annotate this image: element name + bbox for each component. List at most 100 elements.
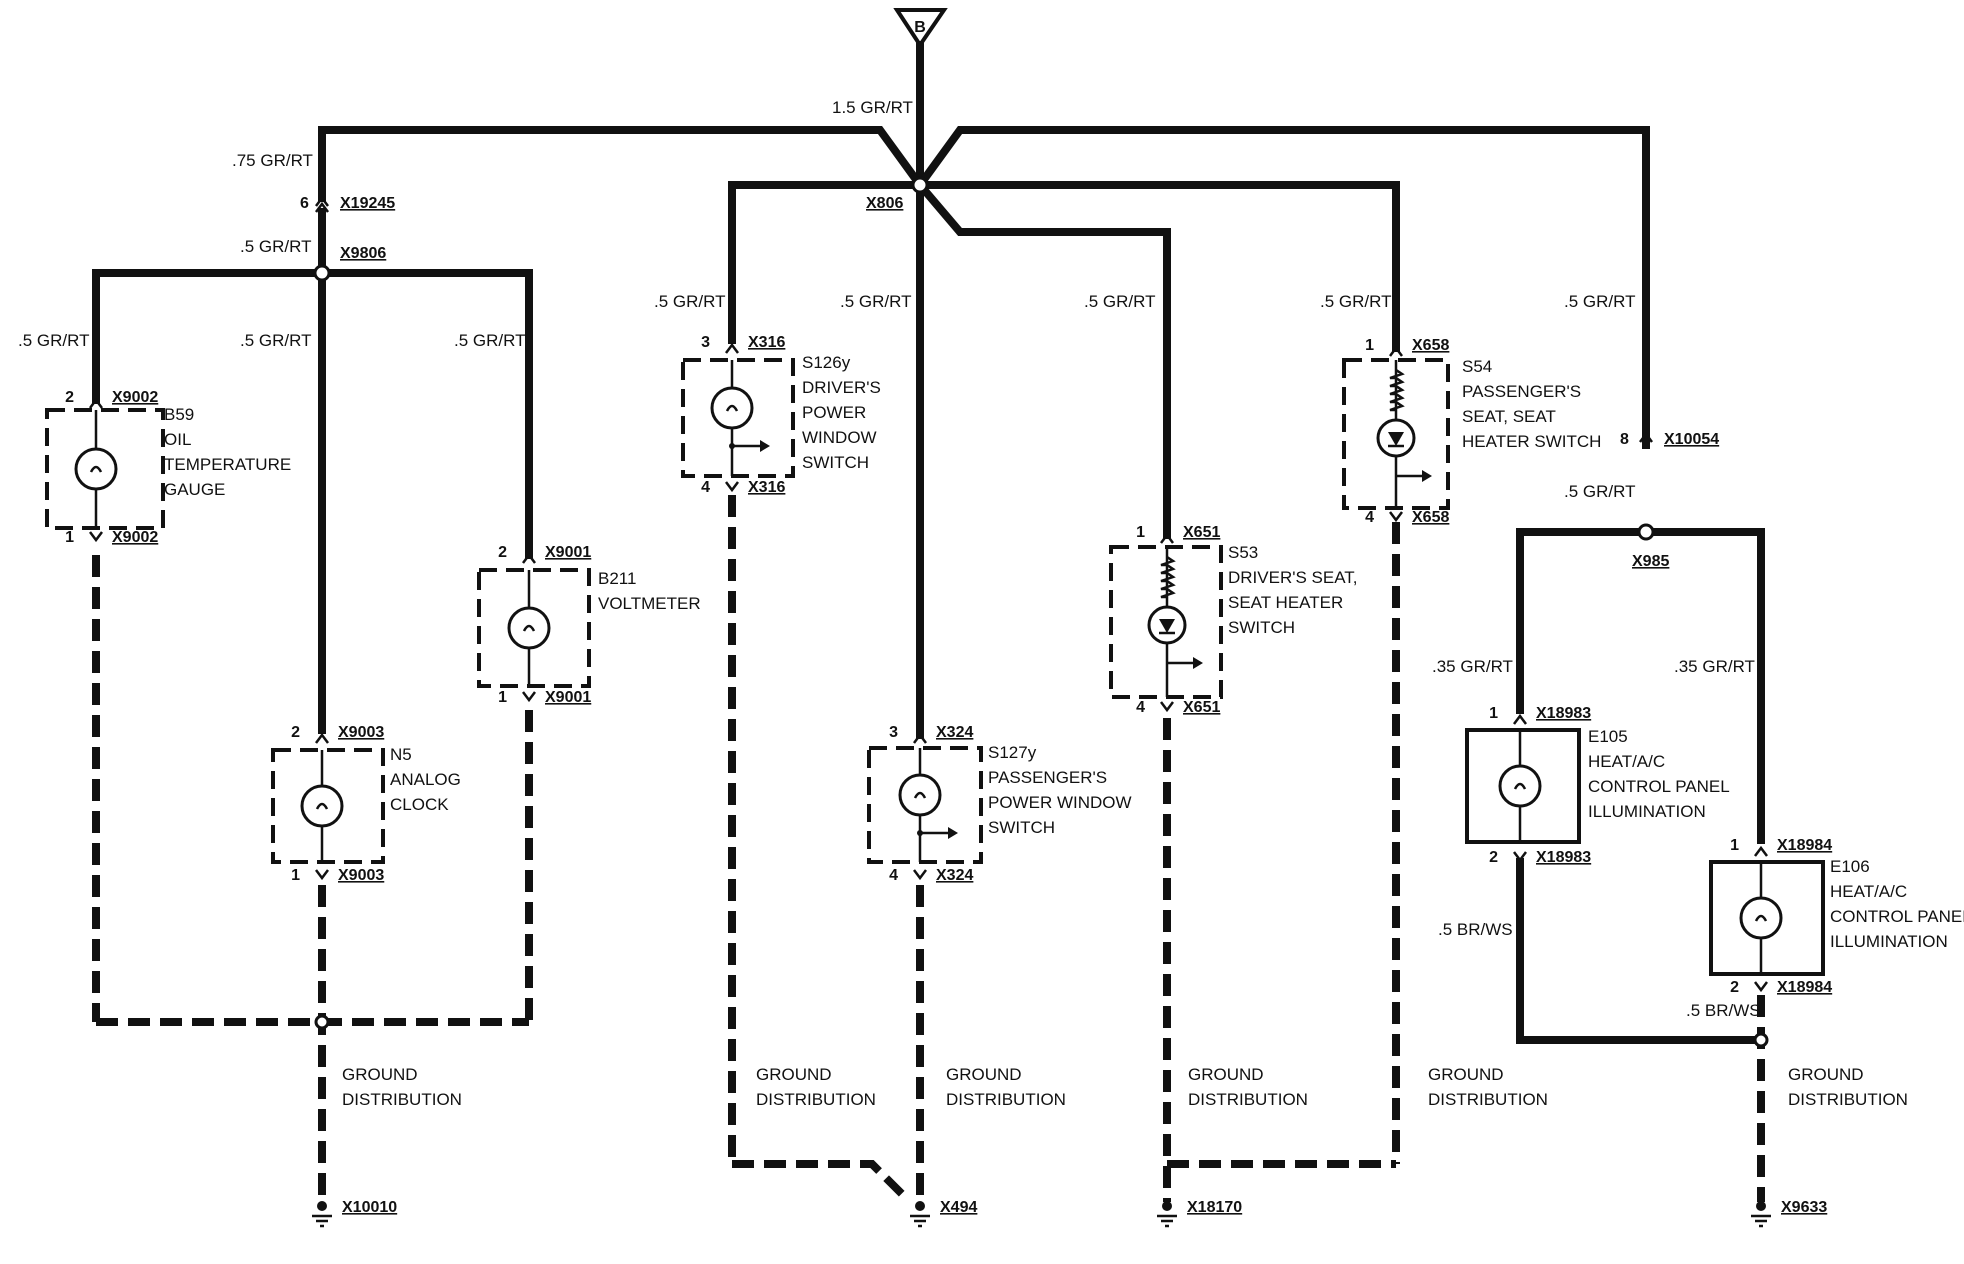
connector-arrow-icon bbox=[913, 869, 927, 881]
component-box bbox=[1465, 728, 1581, 844]
connector-top-label: X9001 bbox=[545, 544, 591, 561]
filament-icon bbox=[315, 802, 329, 810]
splice-nodes bbox=[313, 176, 1769, 1048]
arrow-head-icon bbox=[1422, 470, 1432, 482]
lamp-icon bbox=[1498, 764, 1542, 808]
pin-number-top: 1 bbox=[1136, 524, 1145, 541]
connector-pin: 8 bbox=[1620, 431, 1629, 448]
pin-number-bottom: 1 bbox=[65, 529, 74, 546]
connector-arrows bbox=[315, 195, 1653, 443]
connector-top-label: X316 bbox=[748, 334, 785, 351]
splice-x806-label: X806 bbox=[866, 195, 903, 212]
pin-number-bottom: 2 bbox=[1730, 979, 1739, 996]
ground-distribution-label: DISTRIBUTION bbox=[1428, 1090, 1548, 1109]
pin-number-top: 2 bbox=[291, 724, 300, 741]
wire-label: .5 GR/RT bbox=[240, 237, 311, 256]
pin-number-top: 1 bbox=[1730, 837, 1739, 854]
component-box bbox=[1709, 860, 1825, 976]
connector-arrow-icon bbox=[1754, 981, 1768, 993]
component-description: S126y bbox=[802, 353, 851, 372]
wire-label: .5 GR/RT bbox=[1084, 292, 1155, 311]
connector-arrow-icon bbox=[913, 732, 927, 744]
pin-number-top: 3 bbox=[889, 724, 898, 741]
wire-label: .5 GR/RT bbox=[1564, 482, 1635, 501]
connector-bottom-label: X651 bbox=[1183, 699, 1220, 716]
component-description: ANALOG bbox=[390, 770, 461, 789]
connector-bottom-label: X18984 bbox=[1777, 979, 1832, 996]
ground-junction-node bbox=[314, 1014, 330, 1030]
ground-distribution-label: DISTRIBUTION bbox=[946, 1090, 1066, 1109]
connector-bottom-label: X324 bbox=[936, 867, 973, 884]
lamp-icon bbox=[898, 773, 942, 817]
wire-label: .5 BR/WS bbox=[1438, 920, 1513, 939]
lamp-icon bbox=[300, 784, 344, 828]
diode-icon bbox=[1388, 432, 1404, 446]
ground-connector-label: X494 bbox=[940, 1199, 977, 1216]
component-description: CONTROL PANEL bbox=[1830, 907, 1964, 926]
wire-label: .5 GR/RT bbox=[654, 292, 725, 311]
component-description: B211 bbox=[598, 569, 636, 588]
wire-label: .35 GR/RT bbox=[1432, 657, 1513, 676]
splice-x9806-node bbox=[313, 264, 331, 282]
pin-number-bottom: 4 bbox=[701, 479, 710, 496]
component-description: CONTROL PANEL bbox=[1588, 777, 1730, 796]
component-description: PASSENGER'S bbox=[1462, 382, 1581, 401]
component-box bbox=[681, 358, 795, 478]
wire-label: .5 GR/RT bbox=[240, 331, 311, 350]
connector-arrow-icon bbox=[315, 732, 329, 744]
wire-label: .5 GR/RT bbox=[840, 292, 911, 311]
wire-label: .35 GR/RT bbox=[1674, 657, 1755, 676]
connector-arrow-icon bbox=[522, 552, 536, 564]
ground-node-icon bbox=[1162, 1201, 1172, 1211]
connector-arrow-icon bbox=[1160, 532, 1174, 544]
supply-wires bbox=[92, 41, 1765, 1044]
component-box bbox=[45, 408, 165, 530]
connector-arrow-icon bbox=[89, 531, 103, 543]
ground-distribution-label: GROUND bbox=[342, 1065, 418, 1084]
connector-arrow-icon bbox=[1513, 851, 1527, 863]
connector-top-label: X9003 bbox=[338, 724, 384, 741]
component-description: HEATER SWITCH bbox=[1462, 432, 1601, 451]
connector-top-label: X18983 bbox=[1536, 705, 1591, 722]
component-description: ILLUMINATION bbox=[1588, 802, 1706, 821]
wire-label: .5 GR/RT bbox=[1564, 292, 1635, 311]
connector-bottom-label: X9001 bbox=[545, 689, 591, 706]
ground-point: X18170 bbox=[1157, 1199, 1242, 1228]
ground-node-icon bbox=[915, 1201, 925, 1211]
connector-bottom-label: X9002 bbox=[112, 529, 158, 546]
component-box bbox=[867, 746, 983, 864]
pin-number-top: 3 bbox=[701, 334, 710, 351]
diode-icon bbox=[1159, 619, 1175, 633]
splice-x806-node bbox=[911, 176, 929, 194]
component-description: B59 bbox=[164, 405, 194, 424]
wire-label: .75 GR/RT bbox=[232, 151, 313, 170]
connector-arrow-icon bbox=[315, 869, 329, 881]
connector-x19245-label: X19245 bbox=[340, 195, 395, 212]
connector-bottom-label: X9003 bbox=[338, 867, 384, 884]
pin-number-bottom: 4 bbox=[1136, 699, 1145, 716]
ground-distribution-label: DISTRIBUTION bbox=[1188, 1090, 1308, 1109]
wire-label: .5 GR/RT bbox=[454, 331, 525, 350]
connector-arrow-icon bbox=[1389, 511, 1403, 523]
component-box bbox=[271, 748, 385, 864]
ground-point: X10010 bbox=[312, 1199, 397, 1228]
component-description: PASSENGER'S bbox=[988, 768, 1107, 787]
component-description: ILLUMINATION bbox=[1830, 932, 1948, 951]
pin-number-bottom: 4 bbox=[1365, 509, 1374, 526]
ground-distribution-label: GROUND bbox=[756, 1065, 832, 1084]
pin-number-bottom: 4 bbox=[889, 867, 898, 884]
splice-labels: X806 X9806 X985 6 X19245 8 X10054 bbox=[300, 195, 1719, 570]
component-description: N5 bbox=[390, 745, 412, 764]
component-description: DRIVER'S bbox=[802, 378, 881, 397]
ground-connector-label: X10010 bbox=[342, 1199, 397, 1216]
pin-number-bottom: 1 bbox=[291, 867, 300, 884]
connector-bottom-label: X658 bbox=[1412, 509, 1449, 526]
ground-distribution-label: GROUND bbox=[1788, 1065, 1864, 1084]
